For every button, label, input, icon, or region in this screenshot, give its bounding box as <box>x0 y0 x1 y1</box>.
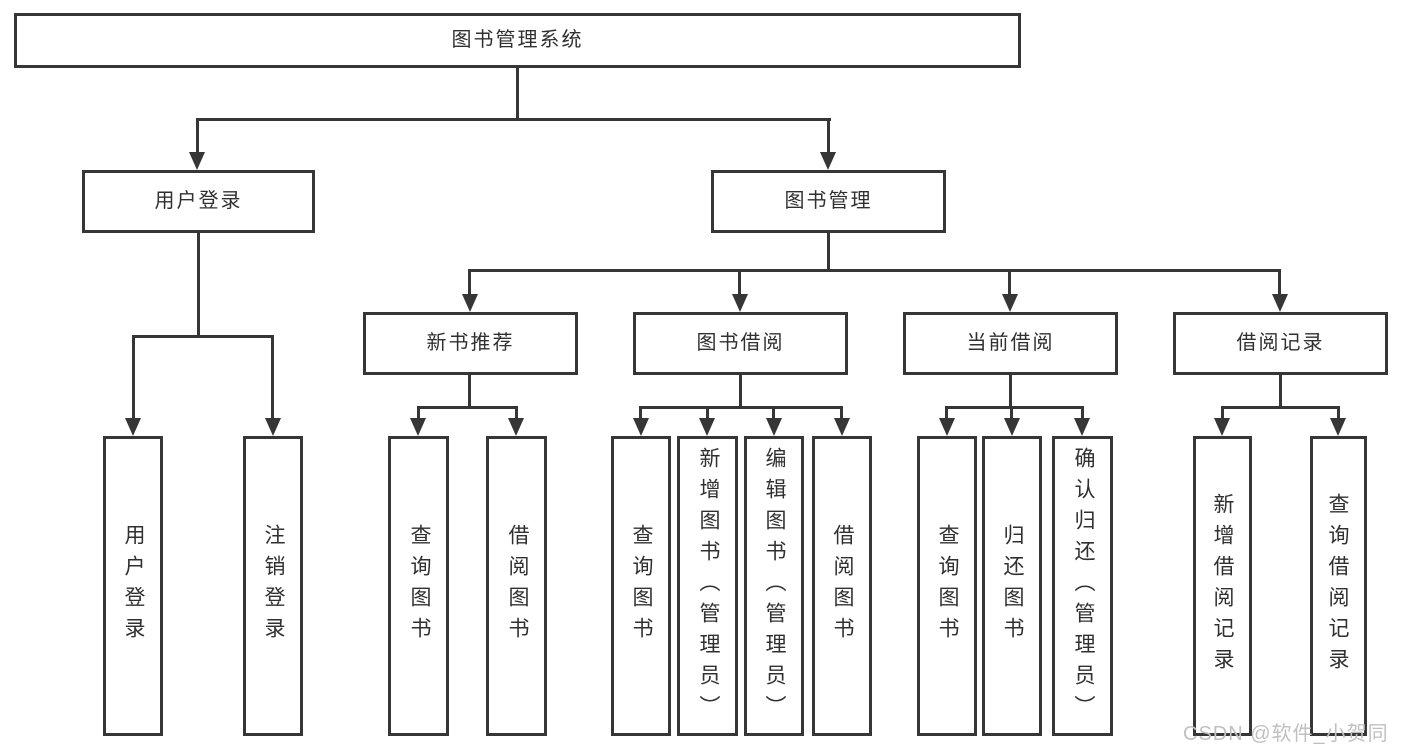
arrow-down-icon <box>1074 418 1090 436</box>
connector-vline <box>1278 269 1281 296</box>
arrow-down-icon <box>820 152 836 170</box>
connector-hline <box>468 269 1281 272</box>
connector-vline <box>515 406 518 420</box>
connector-vline <box>639 406 642 420</box>
connector-hline <box>132 335 274 338</box>
leaf-user-login: 用户登录 <box>103 436 163 736</box>
leaf-return-book: 归还图书 <box>982 436 1042 736</box>
connector-vline <box>1221 406 1224 420</box>
connector-vline <box>197 233 200 338</box>
connector-vline <box>840 406 843 420</box>
leaf-add-book-admin: 新增图书（管理员） <box>677 436 738 736</box>
leaf-logout: 注销登录 <box>243 436 303 736</box>
node-new-book-recommendation: 新书推荐 <box>363 312 578 375</box>
node-book-management: 图书管理 <box>711 170 946 233</box>
connector-vline <box>772 406 775 420</box>
arrow-down-icon <box>189 152 205 170</box>
node-user-login: 用户登录 <box>82 170 315 233</box>
arrow-down-icon <box>508 418 524 436</box>
arrow-down-icon <box>265 418 281 436</box>
leaf-borrow-books-recommend: 借阅图书 <box>486 436 547 736</box>
leaf-confirm-return-admin: 确认归还（管理员） <box>1052 436 1113 736</box>
connector-vline <box>706 406 709 420</box>
connector-vline <box>945 406 948 420</box>
arrow-down-icon <box>1330 418 1346 436</box>
leaf-query-books-current: 查询图书 <box>917 436 977 736</box>
connector-hline <box>945 406 1084 409</box>
connector-vline <box>196 118 199 154</box>
arrow-down-icon <box>1002 294 1018 312</box>
connector-hline <box>196 118 831 121</box>
watermark: CSDN @软件_小贺同学 <box>1183 723 1389 745</box>
arrow-down-icon <box>766 418 782 436</box>
connector-vline <box>516 68 519 121</box>
connector-vline <box>739 375 742 409</box>
connector-vline <box>827 118 830 154</box>
connector-vline <box>468 375 471 409</box>
leaf-edit-book-admin: 编辑图书（管理员） <box>744 436 804 736</box>
connector-hline <box>417 406 518 409</box>
connector-vline <box>271 335 274 420</box>
connector-hline <box>639 406 843 409</box>
connector-vline <box>1081 406 1084 420</box>
connector-hline <box>1221 406 1340 409</box>
arrow-down-icon <box>834 418 850 436</box>
arrow-down-icon <box>1004 418 1020 436</box>
leaf-add-borrow-record: 新增借阅记录 <box>1193 436 1252 736</box>
connector-vline <box>1279 375 1282 409</box>
arrow-down-icon <box>699 418 715 436</box>
arrow-down-icon <box>732 294 748 312</box>
node-library-management-system: 图书管理系统 <box>14 13 1021 68</box>
leaf-query-books-recommend: 查询图书 <box>388 436 449 736</box>
node-current-borrowing: 当前借阅 <box>903 312 1118 375</box>
arrow-down-icon <box>410 418 426 436</box>
connector-vline <box>1009 375 1012 409</box>
connector-vline <box>1337 406 1340 420</box>
connector-vline <box>132 335 135 420</box>
arrow-down-icon <box>939 418 955 436</box>
connector-vline <box>738 269 741 296</box>
arrow-down-icon <box>462 294 478 312</box>
arrow-down-icon <box>633 418 649 436</box>
node-borrowing-records: 借阅记录 <box>1173 312 1388 375</box>
leaf-query-borrow-record: 查询借阅记录 <box>1310 436 1367 736</box>
connector-vline <box>827 233 830 272</box>
connector-vline <box>1010 406 1013 420</box>
connector-vline <box>1008 269 1011 296</box>
leaf-borrow-books: 借阅图书 <box>812 436 872 736</box>
arrow-down-icon <box>1272 294 1288 312</box>
connector-vline <box>417 406 420 420</box>
connector-vline <box>468 269 471 296</box>
leaf-query-books-borrow: 查询图书 <box>611 436 671 736</box>
node-book-borrowing: 图书借阅 <box>633 312 848 375</box>
arrow-down-icon <box>1214 418 1230 436</box>
arrow-down-icon <box>125 418 141 436</box>
